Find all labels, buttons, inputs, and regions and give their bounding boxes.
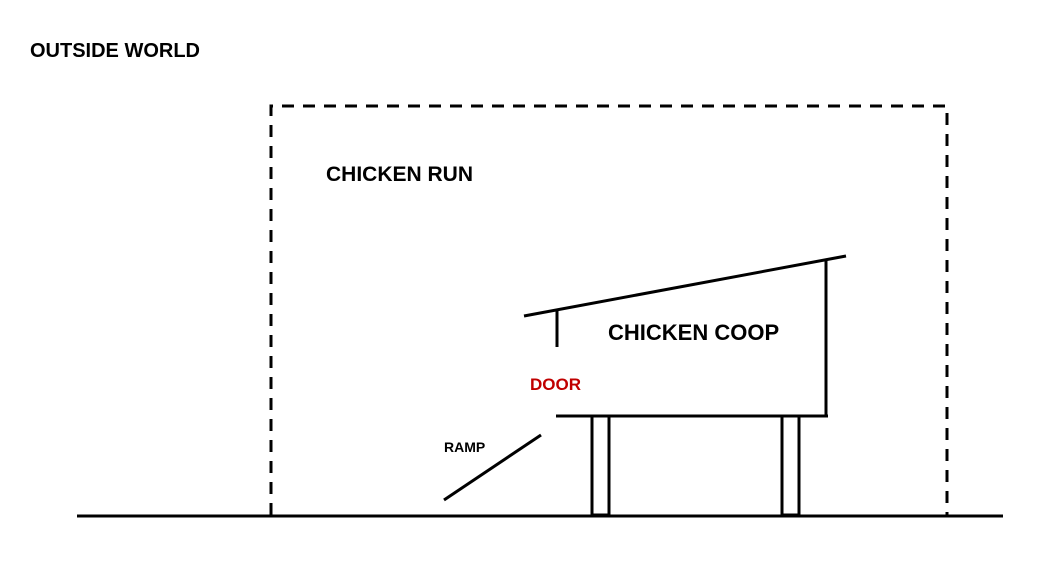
- chicken-run-label: CHICKEN RUN: [326, 163, 473, 186]
- ramp-line: [443, 433, 542, 502]
- outside-world-label: OUTSIDE WORLD: [30, 40, 200, 62]
- door-label: DOOR: [530, 375, 581, 394]
- coop-leg-right: [780, 414, 801, 517]
- chicken-run-boundary: [269, 104, 949, 515]
- chicken-coop-label: CHICKEN COOP: [608, 320, 780, 345]
- coop-leg-left: [590, 414, 611, 517]
- coop-roof: [523, 254, 847, 318]
- ramp-label: RAMP: [444, 439, 486, 455]
